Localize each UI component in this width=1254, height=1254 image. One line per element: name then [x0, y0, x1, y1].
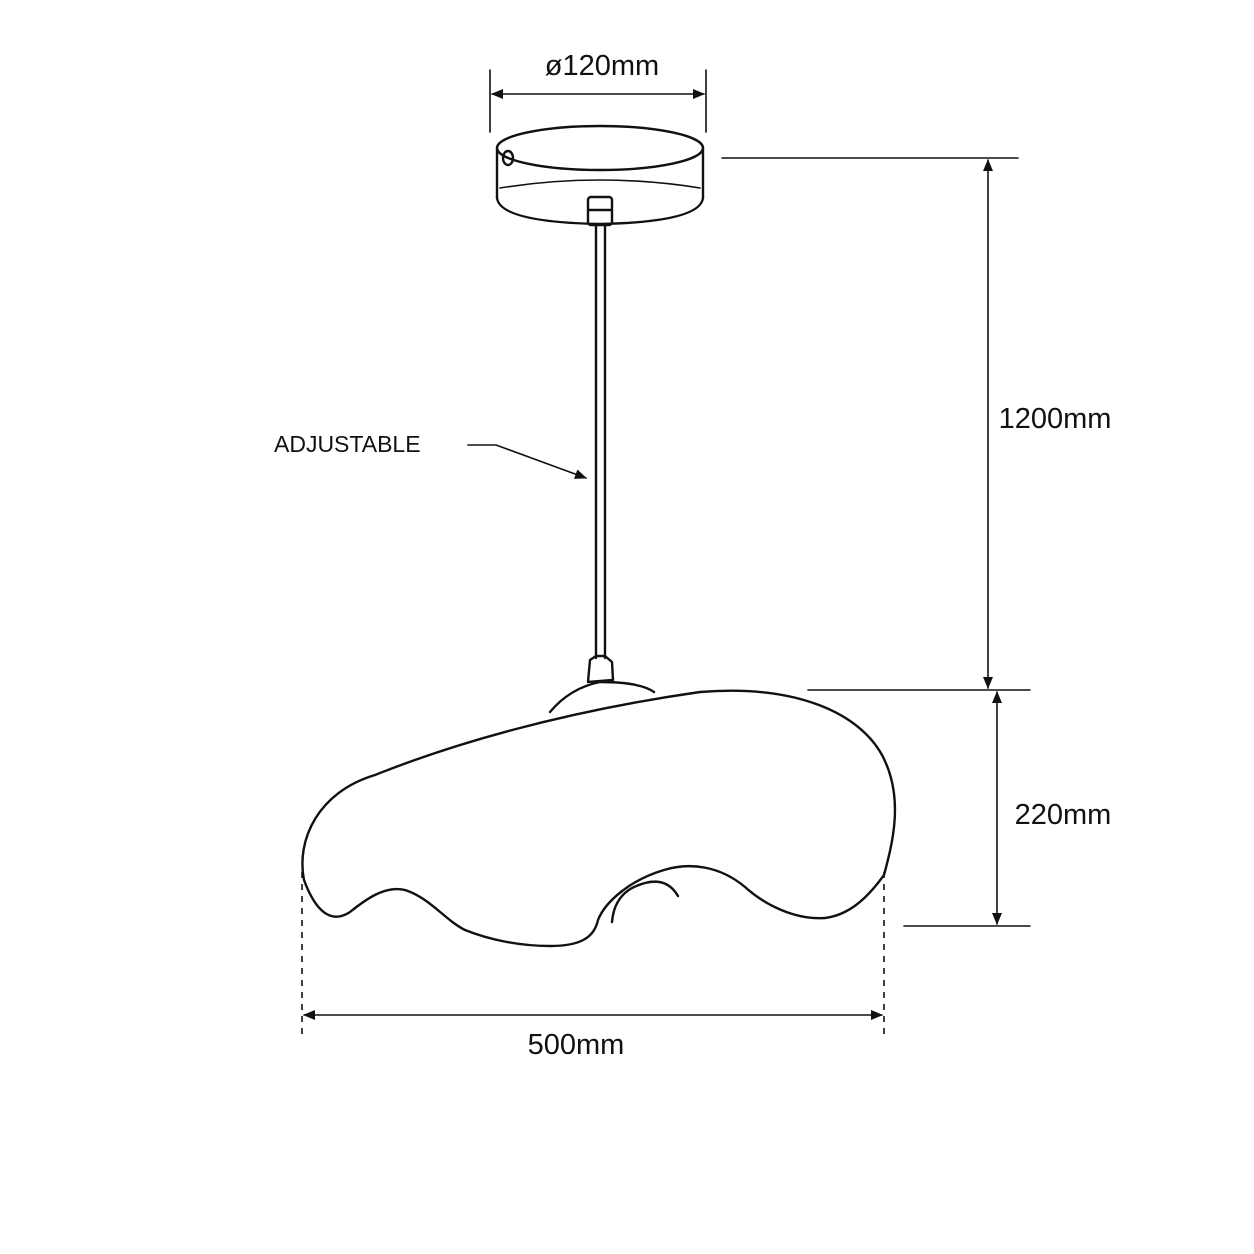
- cable-length-label: 1200mm: [999, 403, 1112, 435]
- cable-length-dimension: 1200mm: [721, 157, 1112, 691]
- canopy-diameter-dimension: ø120mm: [489, 50, 707, 133]
- shade-outline: [301, 689, 897, 948]
- shade-height-dimension: 220mm: [903, 691, 1112, 927]
- shade-height-label: 220mm: [1015, 799, 1112, 831]
- cable-assembly: [586, 195, 615, 684]
- canopy-screw-icon: [501, 149, 515, 167]
- shade-width-dimension: 500mm: [301, 872, 885, 1061]
- bulb: [610, 880, 680, 924]
- adjustable-callout: ADJUSTABLE: [274, 431, 587, 479]
- lamp-shade: [301, 680, 897, 948]
- adjustable-label: ADJUSTABLE: [274, 431, 421, 457]
- shade-top-cap: [548, 680, 656, 714]
- canopy-diameter-label: ø120mm: [545, 50, 659, 82]
- shade-width-label: 500mm: [528, 1029, 625, 1061]
